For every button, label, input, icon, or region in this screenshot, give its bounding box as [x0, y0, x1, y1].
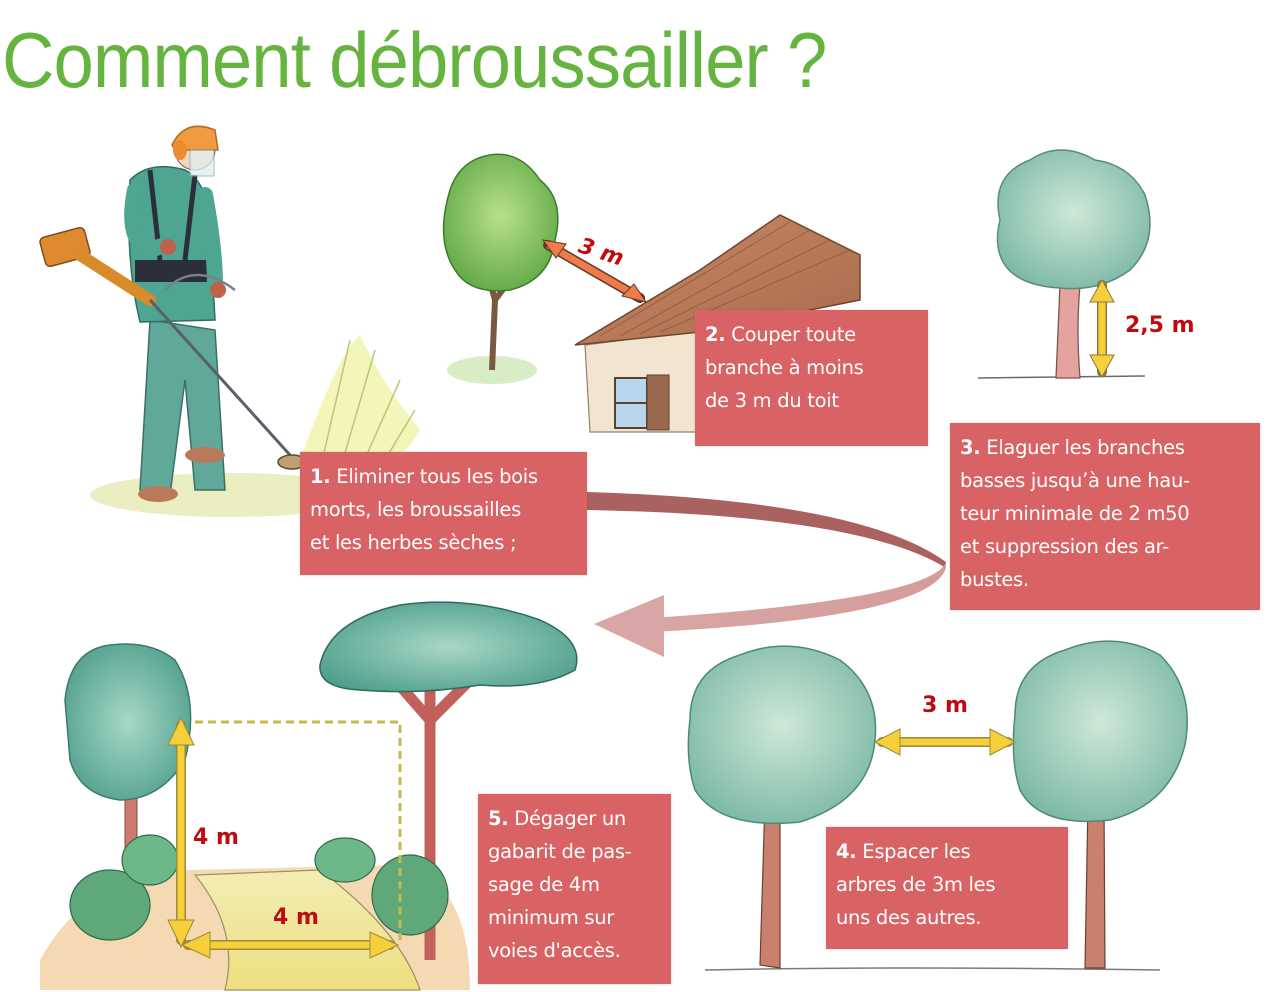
measure-passage-height: 4 m — [193, 825, 239, 850]
step-number: 2. — [705, 323, 726, 346]
step-line: minimum sur — [488, 906, 614, 929]
step-line: basses jusqu’à une hau- — [960, 469, 1190, 492]
measure-tree-spacing: 3 m — [922, 693, 968, 718]
step-card-2: 2. Couper toute branche à moins de 3 m d… — [695, 310, 928, 446]
passage-illustration — [40, 601, 578, 991]
step-card-4: 4. Espacer les arbres de 3m les uns des … — [826, 827, 1068, 949]
step-line: sage de 4m — [488, 873, 600, 896]
measure-trunk-clearance: 2,5 m — [1125, 313, 1195, 338]
step-line: Dégager un — [514, 807, 626, 830]
step-line: arbres de 3m les — [836, 873, 996, 896]
step-number: 1. — [310, 465, 331, 488]
measure-passage-width: 4 m — [273, 905, 319, 930]
step-number: 3. — [960, 436, 981, 459]
step-card-3: 3. Elaguer les branches basses jusqu’à u… — [950, 423, 1260, 610]
step-line: Eliminer tous les bois — [336, 465, 538, 488]
tree-house-illustration — [442, 153, 861, 433]
step-line: et les herbes sèches ; — [310, 531, 517, 554]
step-line: et suppression des ar- — [960, 535, 1169, 558]
step-line: gabarit de pas- — [488, 840, 632, 863]
spaced-trees-illustration — [687, 640, 1188, 971]
step-line: uns des autres. — [836, 906, 982, 929]
step-card-5: 5. Dégager un gabarit de pas- sage de 4m… — [478, 794, 671, 984]
step-line: de 3 m du toit — [705, 389, 839, 412]
step-number: 4. — [836, 840, 857, 863]
step-line: morts, les broussailles — [310, 498, 521, 521]
page-title: Comment débroussailler ? — [2, 16, 827, 104]
step-line: Couper toute — [731, 323, 856, 346]
step-number: 5. — [488, 807, 509, 830]
step-line: bustes. — [960, 568, 1029, 591]
step-line: Espacer les — [862, 840, 971, 863]
cycle-arrow — [587, 492, 946, 657]
step-card-1: 1. Eliminer tous les bois morts, les bro… — [300, 452, 587, 575]
pruned-tree-illustration — [977, 149, 1151, 379]
step-line: branche à moins — [705, 356, 864, 379]
step-line: voies d'accès. — [488, 939, 621, 962]
step-line: Elaguer les branches — [986, 436, 1185, 459]
step-line: teur minimale de 2 m50 — [960, 502, 1190, 525]
